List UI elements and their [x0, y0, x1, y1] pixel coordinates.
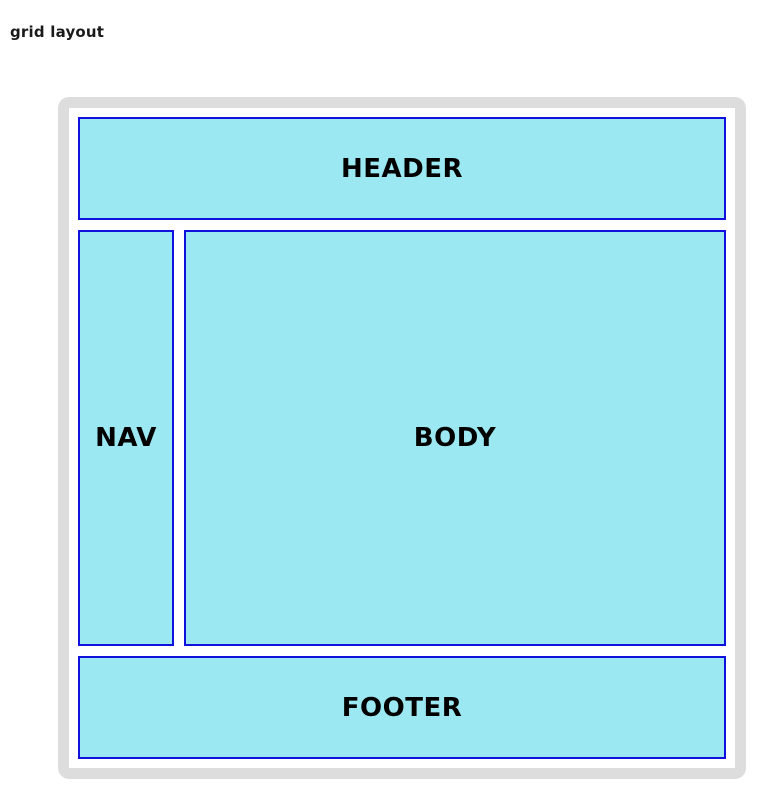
grid-area-body: BODY [184, 230, 726, 646]
grid-frame: HEADER NAV BODY FOOTER [58, 97, 746, 779]
grid-area-footer-label: FOOTER [341, 692, 463, 723]
page-title: grid layout [10, 23, 105, 41]
grid-area-nav-label: NAV [95, 423, 157, 453]
grid-area-nav: NAV [78, 230, 174, 646]
grid-container: HEADER NAV BODY FOOTER [69, 108, 735, 768]
grid-area-header-label: HEADER [340, 153, 463, 184]
grid-area-header: HEADER [78, 117, 726, 220]
grid-area-footer: FOOTER [78, 656, 726, 759]
grid-area-body-label: BODY [413, 423, 497, 453]
